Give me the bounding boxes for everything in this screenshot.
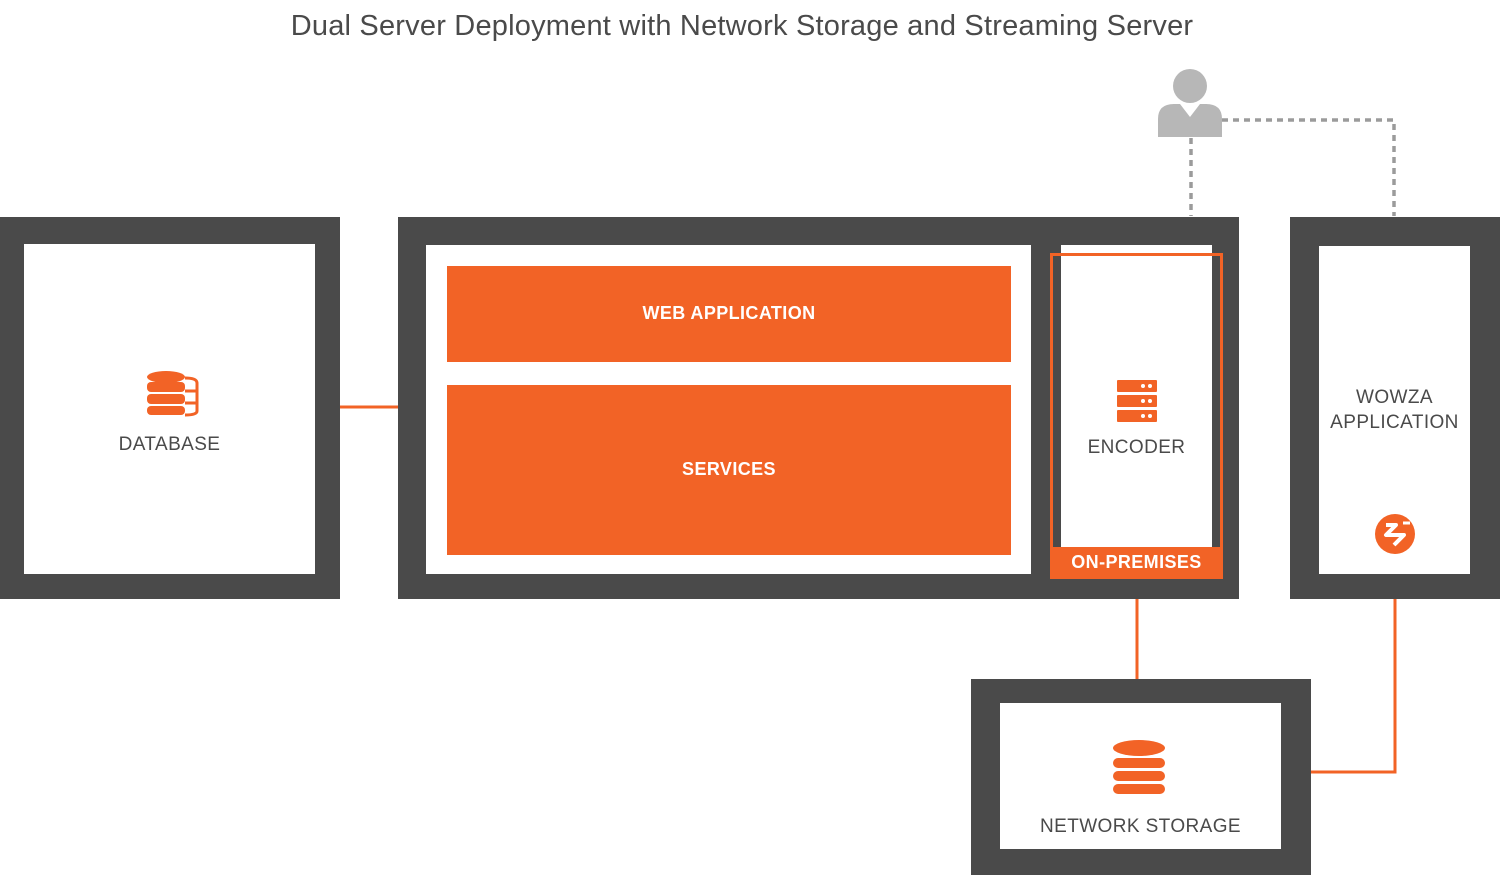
on-premises-badge: ON-PREMISES <box>1050 547 1223 579</box>
encoder-label: ENCODER <box>1087 437 1186 458</box>
database-server-frame: DATABASE <box>0 217 340 599</box>
wowza-logo-icon <box>1375 514 1415 554</box>
server-icon <box>1117 380 1157 422</box>
on-premises-outline <box>1050 253 1223 550</box>
database-icon <box>147 371 199 417</box>
services-label: SERVICES <box>682 459 776 479</box>
app-panel: WEB APPLICATION SERVICES <box>426 245 1031 574</box>
network-storage-panel: NETWORK STORAGE <box>1000 703 1281 849</box>
web-application-block: WEB APPLICATION <box>447 266 1011 362</box>
services-block: SERVICES <box>447 385 1011 555</box>
connector-wowza-storage <box>1309 598 1397 774</box>
wowza-label-line2: APPLICATION <box>1330 412 1459 433</box>
network-storage-frame: NETWORK STORAGE <box>971 679 1311 875</box>
database-panel: DATABASE <box>24 244 315 574</box>
database-label: DATABASE <box>118 434 221 455</box>
app-server-frame: WEB APPLICATION SERVICES ENCODER ON-PREM… <box>398 217 1239 599</box>
wowza-server-frame: WOWZA APPLICATION <box>1290 217 1500 599</box>
diagram-title: Dual Server Deployment with Network Stor… <box>290 10 1194 42</box>
dashed-user-wowza <box>1222 118 1396 216</box>
web-application-label: WEB APPLICATION <box>642 303 816 323</box>
on-premises-label: ON-PREMISES <box>1071 552 1202 572</box>
storage-stack-icon <box>1113 740 1165 794</box>
wowza-label-line1: WOWZA <box>1356 387 1433 408</box>
network-storage-label: NETWORK STORAGE <box>1040 816 1241 837</box>
wowza-panel: WOWZA APPLICATION <box>1319 246 1470 574</box>
